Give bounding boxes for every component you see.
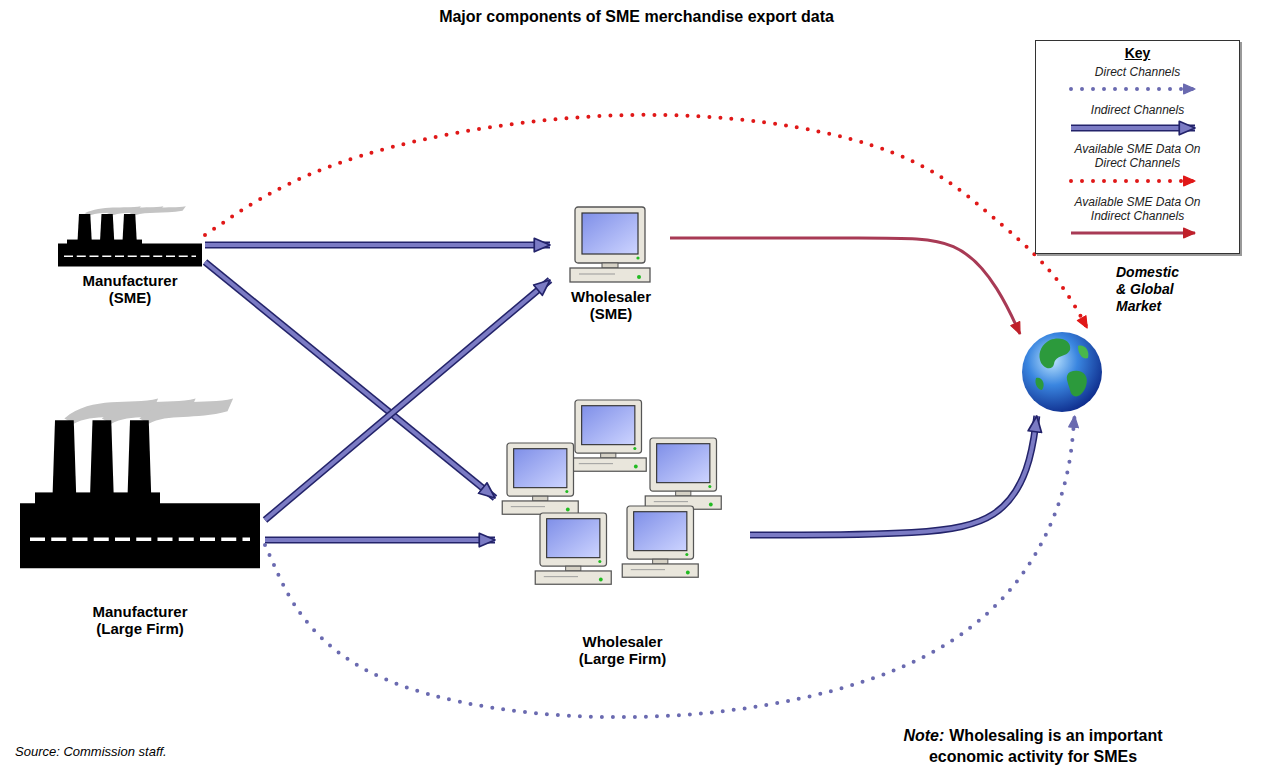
- manufacturer-node: Manufacturer (Large Firm): [15, 395, 265, 638]
- connector-outline: [205, 262, 495, 498]
- legend-row: Indirect Channels: [1036, 103, 1239, 135]
- computer-icon: [502, 443, 578, 514]
- legend-row: Available SME Data On Indirect Channels: [1036, 195, 1239, 242]
- node-icon: [1020, 328, 1104, 416]
- node-icon: [55, 205, 205, 269]
- factory-body: [20, 503, 260, 568]
- globe-icon: [1022, 332, 1102, 412]
- channel-connector: [265, 416, 1075, 717]
- node-label: Wholesaler (Large Firm): [562, 633, 684, 668]
- note-text: Wholesaling is an important economic act…: [929, 727, 1163, 765]
- channel-connector: [750, 416, 1037, 535]
- legend-sample: [1063, 81, 1213, 97]
- connector-line: [265, 416, 1075, 717]
- connector-line: [205, 115, 1087, 328]
- connector-outline: [750, 416, 1037, 535]
- note-block: Note:Wholesaling is an important economi…: [868, 726, 1198, 768]
- connector-line: [265, 538, 495, 542]
- smoke: [130, 206, 186, 215]
- legend-label: Direct Channels: [1063, 65, 1213, 79]
- legend-row: Available SME Data On Direct Channels: [1036, 142, 1239, 189]
- legend-sample: [1063, 225, 1213, 241]
- smoke: [139, 399, 233, 424]
- connector-line: [750, 416, 1037, 535]
- connector-outline: [205, 242, 550, 249]
- channel-connector: [205, 262, 495, 498]
- wholesaler-node: Wholesaler (Large Firm): [495, 398, 750, 668]
- legend-label: Available SME Data On Indirect Channels: [1063, 195, 1213, 224]
- source-note: Source: Commission staff.: [15, 744, 167, 759]
- node-icon: [495, 398, 750, 630]
- node-icon: [15, 395, 265, 600]
- legend-row: Direct Channels: [1036, 65, 1239, 97]
- legend-sample: [1063, 120, 1213, 136]
- node-label: Manufacturer (SME): [69, 272, 191, 307]
- manufacturer-node: Manufacturer (SME): [55, 205, 205, 307]
- market-node: Domestic & Global Market: [1020, 328, 1104, 416]
- legend-label: Available SME Data On Direct Channels: [1063, 142, 1213, 171]
- computer-icon: [645, 438, 721, 509]
- node-label: Wholesaler (SME): [550, 288, 672, 323]
- node-icon: [550, 205, 670, 285]
- computer-icon: [535, 513, 611, 584]
- connector-outline: [265, 537, 495, 544]
- computer-icon: [570, 400, 646, 471]
- diagram-title: Major components of SME merchandise expo…: [0, 8, 1273, 26]
- channel-connector: [205, 115, 1087, 328]
- connector-line: [205, 262, 495, 498]
- computer-icon: [622, 506, 698, 577]
- channel-connector: [670, 238, 1020, 334]
- factory-body: [58, 243, 202, 266]
- factory-stripe: [64, 255, 196, 257]
- legend-sample: [1063, 173, 1213, 189]
- note-heading: Note:: [903, 727, 944, 744]
- connector-line: [670, 238, 1020, 334]
- channel-connector: [265, 540, 495, 541]
- factory-roof: [35, 492, 160, 506]
- connector-line: [205, 243, 550, 247]
- legend-box: KeyDirect ChannelsIndirect ChannelsAvail…: [1035, 40, 1240, 254]
- legend-title: Key: [1036, 45, 1239, 61]
- computer-icon: [570, 207, 650, 282]
- channel-connector: [205, 245, 550, 246]
- node-label: Manufacturer (Large Firm): [79, 603, 201, 638]
- wholesaler-node: Wholesaler (SME): [550, 205, 670, 323]
- factory-stripe: [30, 538, 250, 542]
- factory-roof: [67, 240, 142, 245]
- legend-label: Indirect Channels: [1063, 103, 1213, 117]
- node-label: Domestic & Global Market: [1116, 264, 1190, 314]
